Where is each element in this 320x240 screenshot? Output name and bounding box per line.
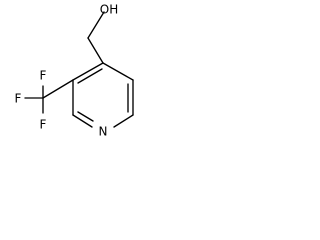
bond-c3-c4 — [72, 62, 104, 81]
bond-c6-n1 — [113, 114, 134, 128]
bond-n1-c2-inner — [77, 111, 94, 122]
bond-c3-cf3 — [42, 79, 74, 99]
bond-c4-ch2 — [87, 37, 104, 64]
bond-c3-c4-inner — [77, 68, 103, 84]
fluorine-bottom-label: F — [40, 118, 47, 132]
fluorine-left-label: F — [15, 92, 22, 106]
bond-lines — [24, 11, 134, 128]
bond-c4-c5 — [102, 62, 134, 81]
bond-ch2-oh — [87, 11, 105, 39]
nitrogen-label: N — [99, 125, 108, 139]
fluorine-top-label: F — [40, 69, 47, 83]
chemical-structure-diagram: OH N F F F — [15, 3, 134, 139]
hydroxyl-label: OH — [100, 3, 118, 17]
bond-n1-c2 — [72, 114, 93, 128]
